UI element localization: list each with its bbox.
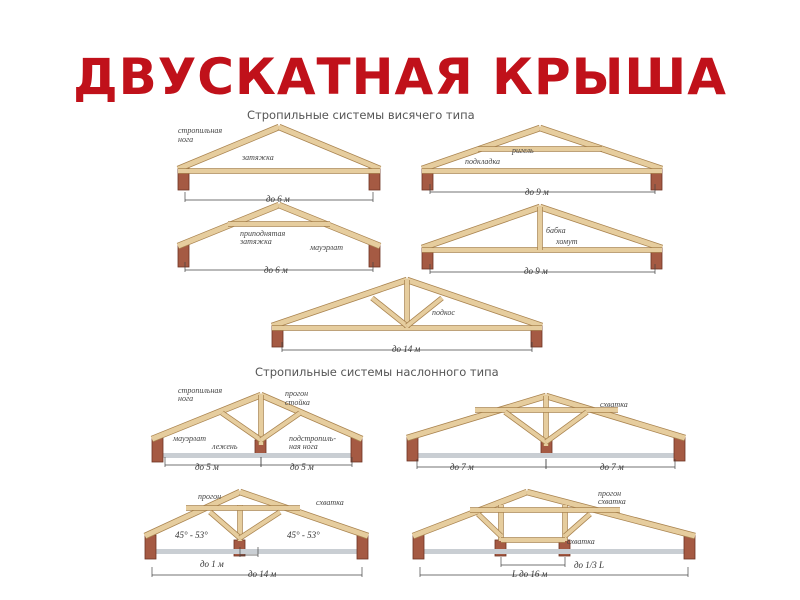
label-pad: подкладка bbox=[465, 157, 500, 166]
span-label-right: до 7 м bbox=[600, 462, 624, 472]
timber bbox=[208, 510, 242, 540]
label-mauerlat: мауэрлат bbox=[172, 434, 206, 443]
span-label-left: до 7 м bbox=[450, 462, 474, 472]
label-king-post: бабка bbox=[546, 226, 566, 235]
truss-drawings bbox=[143, 123, 696, 577]
floor-beam bbox=[150, 549, 362, 554]
timber bbox=[406, 277, 543, 329]
timber bbox=[406, 393, 547, 441]
floor-beam bbox=[160, 453, 358, 458]
timber bbox=[421, 204, 541, 251]
span-label: до 9 м bbox=[525, 187, 549, 197]
label-raised-tie-2: затяжка bbox=[239, 237, 272, 246]
timber bbox=[539, 204, 663, 251]
label-tie: схватка bbox=[598, 497, 626, 506]
timber bbox=[544, 410, 589, 444]
timber bbox=[271, 277, 408, 329]
slide-title: ДВУСКАТНАЯ КРЫША bbox=[73, 48, 727, 106]
label-angle-right: 45° - 53° bbox=[287, 530, 320, 540]
label-strut: подкос bbox=[432, 308, 455, 317]
span-label: до 6 м bbox=[264, 265, 288, 275]
timber bbox=[259, 411, 302, 442]
label-tie-low: схватка bbox=[567, 537, 595, 546]
timber bbox=[151, 392, 262, 442]
timber bbox=[220, 411, 263, 442]
span-label-right: до 5 м bbox=[290, 462, 314, 472]
span-label: L до 16 м bbox=[511, 569, 548, 579]
label-clamp: хомут bbox=[555, 237, 578, 246]
timber bbox=[545, 393, 686, 441]
label-raised-tie: приподнятая bbox=[240, 229, 286, 238]
label-purlin: прогон bbox=[285, 389, 308, 398]
label-rigel: ригель bbox=[511, 146, 534, 155]
timber bbox=[143, 489, 242, 539]
label-rafter: стропильная bbox=[178, 126, 222, 135]
label-strut-2: ная нога bbox=[289, 442, 318, 451]
timber bbox=[563, 512, 592, 538]
label-purlin: прогон bbox=[598, 489, 621, 498]
label-rafter-2: нога bbox=[178, 394, 193, 403]
label-purlin: прогон bbox=[198, 492, 221, 501]
label-mauerlat: мауэрлат bbox=[309, 243, 343, 252]
timber bbox=[278, 124, 381, 172]
label-strut: подстропиль- bbox=[289, 434, 336, 443]
section-heading-sloped: Стропильные системы наслонного типа bbox=[255, 365, 499, 379]
offset-label: до 1 м bbox=[200, 559, 224, 569]
span-label: до 6 м bbox=[266, 194, 290, 204]
floor-beam bbox=[420, 549, 690, 554]
label-angle-left: 45° - 53° bbox=[175, 530, 208, 540]
label-tie: затяжка bbox=[241, 153, 274, 162]
label-rafter-2: нога bbox=[178, 135, 193, 144]
timber bbox=[370, 296, 409, 328]
label-post: стойка bbox=[285, 398, 310, 407]
span-label: до 14 м bbox=[248, 569, 277, 579]
label-sill: лежень bbox=[211, 442, 238, 451]
offset-label: до 1/3 L bbox=[574, 560, 604, 570]
floor-beam bbox=[418, 453, 682, 458]
timber bbox=[177, 124, 280, 172]
timber bbox=[239, 489, 369, 539]
label-tie: схватка bbox=[600, 400, 628, 409]
span-label-left: до 5 м bbox=[195, 462, 219, 472]
timber bbox=[503, 410, 548, 444]
timber bbox=[412, 489, 528, 539]
section-heading-hanging: Стропильные системы висячего типа bbox=[247, 108, 475, 122]
timber bbox=[260, 392, 363, 442]
label-tie: схватка bbox=[316, 498, 344, 507]
span-label: до 14 м bbox=[392, 344, 421, 354]
timber bbox=[238, 510, 282, 540]
timber bbox=[526, 489, 696, 539]
span-label: до 9 м bbox=[524, 266, 548, 276]
timber bbox=[405, 296, 444, 328]
label-rafter: стропильная bbox=[178, 386, 222, 395]
timber bbox=[476, 512, 503, 538]
